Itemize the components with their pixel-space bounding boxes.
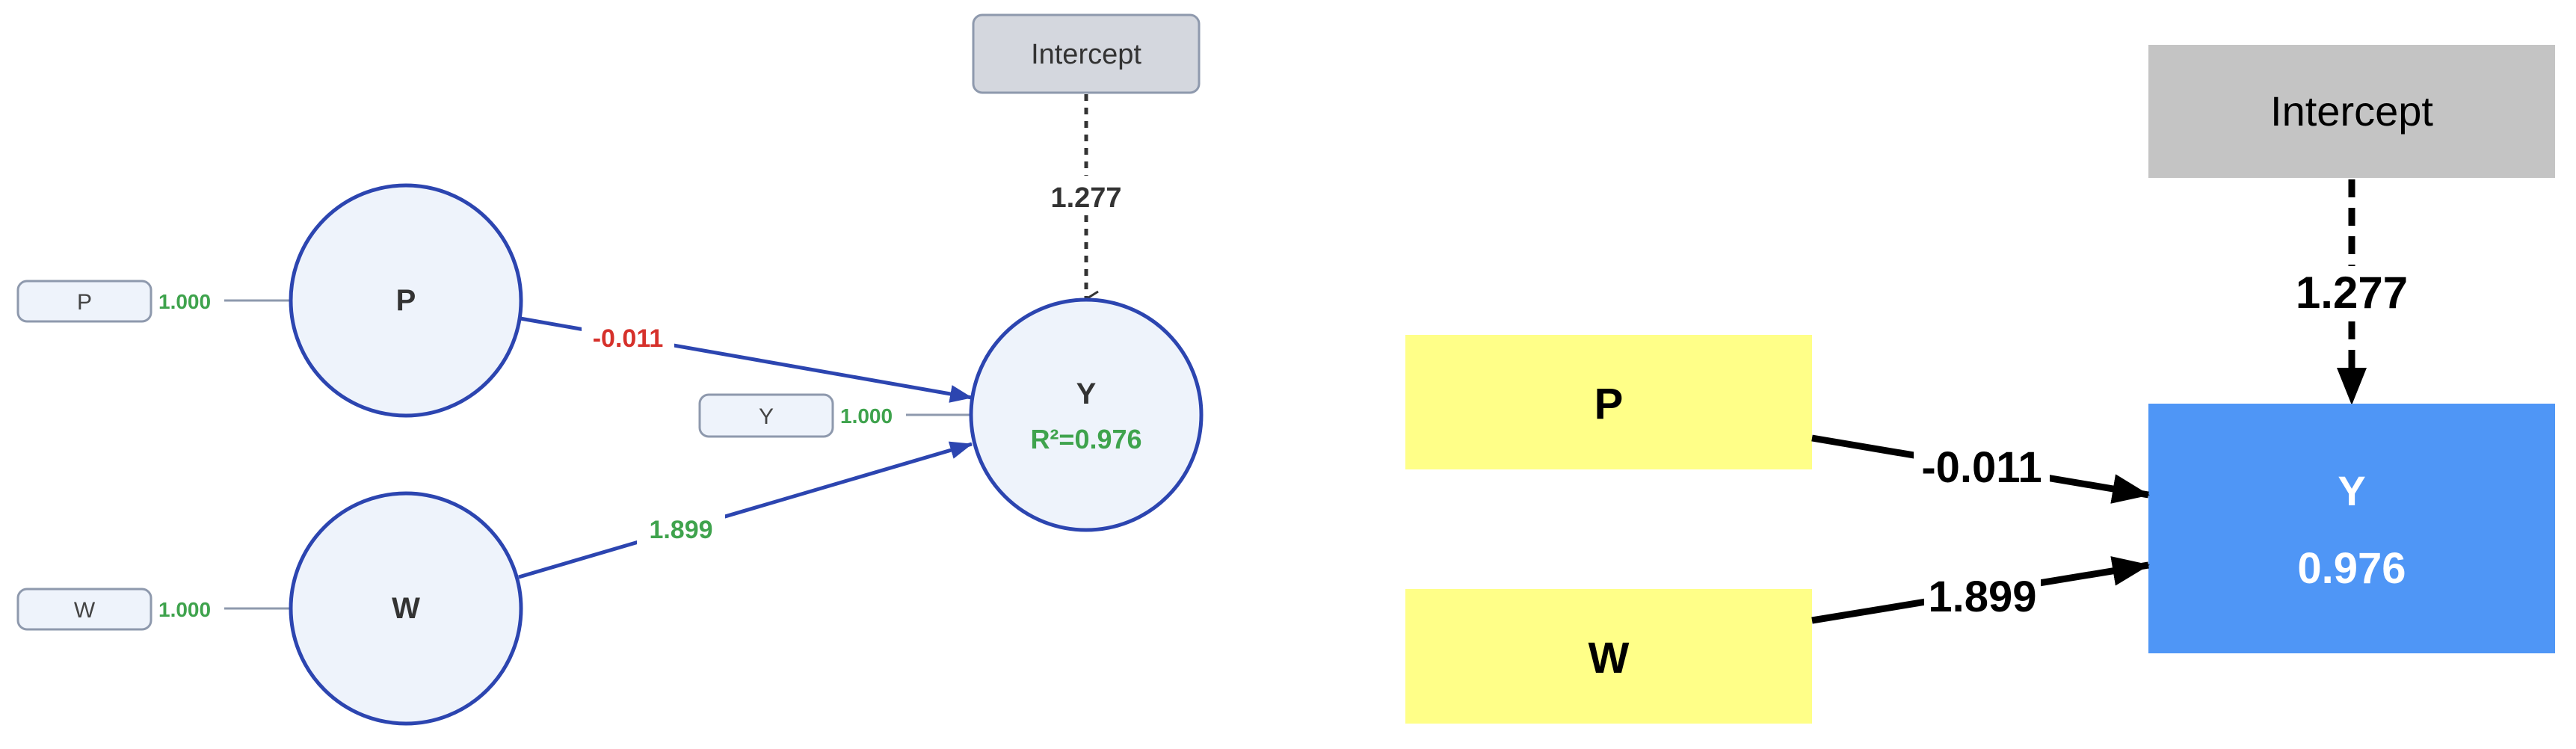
right-node-Y-label: Y — [2338, 467, 2365, 514]
left-intercept-value: 1.277 — [1050, 182, 1121, 214]
right-node-P[interactable]: P — [1405, 335, 1812, 469]
right-diagram: Intercept 1.277 P W Y 0.976 -0.011 1.899 — [1405, 45, 2555, 724]
construct-Y-label: Y — [1076, 377, 1097, 410]
construct-Y-r2: R²=0.976 — [1030, 424, 1141, 454]
indicator-P-loading: 1.000 — [158, 290, 211, 313]
indicator-W-loading: 1.000 — [158, 598, 211, 621]
indicator-Y[interactable]: Y — [698, 393, 834, 438]
left-intercept-label: Intercept — [1031, 39, 1141, 70]
construct-W-label: W — [392, 592, 420, 625]
indicator-P-label: P — [77, 290, 92, 315]
indicator-Y-label: Y — [759, 404, 774, 429]
right-node-P-label: P — [1594, 380, 1624, 428]
left-intercept-node[interactable]: Intercept — [972, 13, 1201, 94]
indicator-W[interactable]: W — [16, 588, 152, 631]
right-node-Y-value: 0.976 — [2297, 544, 2406, 593]
right-node-W-label: W — [1589, 634, 1630, 682]
right-node-W[interactable]: W — [1405, 589, 1812, 724]
right-intercept-label: Intercept — [2270, 87, 2433, 135]
indicator-P[interactable]: P — [16, 280, 152, 323]
right-intercept-value: 1.277 — [2296, 268, 2408, 318]
indicator-Y-loading: 1.000 — [840, 404, 893, 428]
construct-W[interactable]: W — [289, 491, 523, 726]
right-path-W-to-Y-coef: 1.899 — [1928, 573, 2036, 621]
path-W-to-Y-coef: 1.899 — [649, 516, 712, 544]
right-path-P-to-Y-coef: -0.011 — [1921, 443, 2042, 492]
right-intercept-node[interactable]: Intercept — [2148, 45, 2555, 178]
path-W-to-Y — [518, 441, 973, 579]
path-P-to-Y-coef: -0.011 — [593, 324, 664, 353]
construct-P-label: P — [396, 284, 416, 317]
construct-Y[interactable]: Y R²=0.976 — [969, 298, 1204, 532]
left-diagram: Intercept 1.277 P 1.000 W 1.000 Y 1.000 … — [16, 13, 1204, 726]
right-node-Y[interactable]: Y 0.976 — [2148, 404, 2555, 653]
indicator-W-label: W — [74, 598, 96, 623]
construct-P[interactable]: P — [289, 183, 523, 418]
